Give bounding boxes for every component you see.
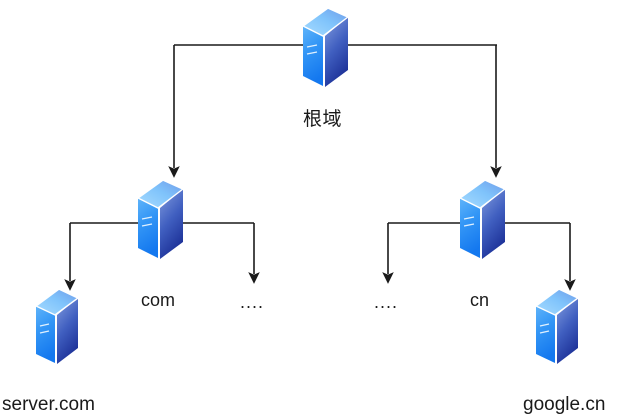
label-cn: cn <box>470 290 490 310</box>
server-icon <box>459 179 506 259</box>
label-com-sibling: .... <box>240 292 265 312</box>
label-root: 根域 <box>303 109 343 130</box>
node-google-cn[interactable] <box>528 284 584 368</box>
label-server-com: server.com <box>2 394 95 415</box>
node-com[interactable] <box>130 176 188 262</box>
node-root[interactable] <box>295 4 353 90</box>
server-icon <box>35 288 79 364</box>
server-icon <box>137 179 184 259</box>
label-com: com <box>141 290 176 310</box>
node-server-com[interactable] <box>28 284 84 368</box>
label-cn-sibling: .... <box>374 292 399 312</box>
label-google-cn: google.cn <box>523 394 606 415</box>
server-icon <box>535 288 579 364</box>
node-cn[interactable] <box>452 176 510 262</box>
server-icon <box>302 7 349 87</box>
